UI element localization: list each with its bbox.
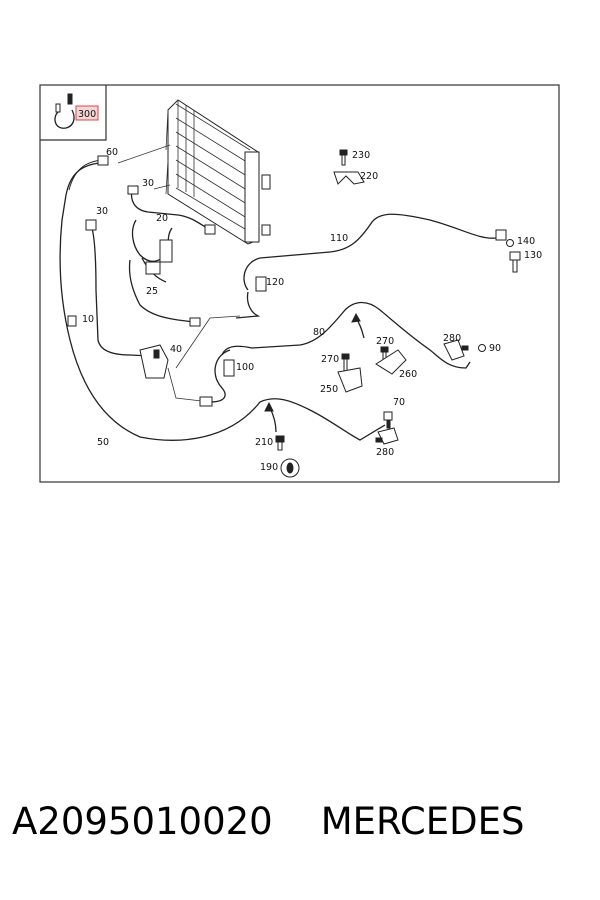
line-50 xyxy=(59,162,386,441)
condenser-radiator xyxy=(165,99,271,245)
part-number: A2095010020 xyxy=(12,800,273,843)
line-100 xyxy=(209,349,231,403)
leader-30 xyxy=(153,184,171,190)
fitting-100 xyxy=(223,359,235,377)
line-25-assembly xyxy=(128,219,201,327)
line-20 xyxy=(130,189,211,231)
label-230: 230 xyxy=(352,150,370,161)
arrow-line-50 xyxy=(269,407,277,433)
line-80 xyxy=(221,301,471,369)
label-20: 20 xyxy=(156,213,168,224)
label-280-upper: 280 xyxy=(443,333,461,344)
label-250: 250 xyxy=(320,384,338,395)
bracket-40 xyxy=(139,344,169,379)
inset-hose-icon xyxy=(54,93,75,129)
fitting-120 xyxy=(255,276,267,292)
line-110 xyxy=(243,213,506,291)
label-60: 60 xyxy=(106,147,118,158)
diagram-frame xyxy=(39,84,560,483)
label-260: 260 xyxy=(399,369,417,380)
label-40: 40 xyxy=(170,344,182,355)
leader-60 xyxy=(117,144,171,164)
label-220: 220 xyxy=(360,171,378,182)
label-210: 210 xyxy=(255,437,273,448)
bolt-210 xyxy=(275,435,285,451)
label-50: 50 xyxy=(97,437,109,448)
seal-140 xyxy=(506,239,514,247)
clip-280-lower xyxy=(375,427,399,445)
label-280-lower: 280 xyxy=(376,447,394,458)
label-270-right: 270 xyxy=(376,336,394,347)
leader-brace xyxy=(167,315,241,403)
label-140: 140 xyxy=(517,236,535,247)
label-270-left: 270 xyxy=(321,354,339,365)
label-30-left: 30 xyxy=(96,206,108,217)
label-10: 10 xyxy=(82,314,94,325)
clamp-220 xyxy=(333,171,365,185)
fitting-60 xyxy=(97,155,109,166)
bracket-260 xyxy=(375,349,407,375)
caption: A2095010020 MERCEDES xyxy=(12,800,592,860)
label-190: 190 xyxy=(260,462,278,473)
grommet-190 xyxy=(280,458,300,478)
label-80: 80 xyxy=(313,327,325,338)
label-130: 130 xyxy=(524,250,542,261)
label-120: 120 xyxy=(266,277,284,288)
label-300: 300 xyxy=(78,109,96,120)
seal-90 xyxy=(478,344,486,352)
label-70: 70 xyxy=(393,397,405,408)
fitting-30-left xyxy=(85,219,97,231)
bracket-250 xyxy=(337,367,363,393)
label-30-upper: 30 xyxy=(142,178,154,189)
bolt-270-left xyxy=(341,353,350,372)
fitting-70 xyxy=(383,411,393,429)
brand-name: MERCEDES xyxy=(320,800,525,843)
inset-frame xyxy=(40,85,107,141)
label-110: 110 xyxy=(330,233,348,244)
label-25: 25 xyxy=(146,286,158,297)
label-90: 90 xyxy=(489,343,501,354)
valve-130 xyxy=(509,251,521,273)
label-100: 100 xyxy=(236,362,254,373)
line-10 xyxy=(91,227,151,357)
bolt-230 xyxy=(339,149,348,166)
inset-highlight-box xyxy=(75,105,99,121)
clip-280-upper xyxy=(443,339,469,361)
